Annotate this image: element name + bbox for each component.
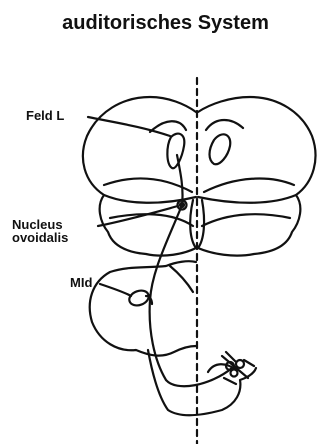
left-hemisphere-inner-curve: [104, 179, 192, 192]
right-ventricle: [206, 120, 243, 130]
midbrain-inner-fold: [170, 266, 193, 292]
right-hemisphere-inner-curve: [204, 179, 294, 192]
label-mld: MId: [70, 276, 92, 289]
right-feld-region: [210, 134, 231, 164]
auditory-pathway: [150, 155, 232, 386]
right-diencephalon-outline: [198, 195, 300, 256]
mld-leader: [100, 284, 131, 296]
right-diencephalon-inner: [202, 214, 290, 226]
mld-nucleus: [127, 288, 151, 308]
feld-l-region: [167, 134, 184, 169]
left-ventricle: [150, 121, 186, 132]
cochlear-nucleus-c: [231, 370, 238, 377]
cochlear-nucleus-b: [236, 360, 244, 368]
label-feld-l: Feld L: [26, 109, 64, 122]
label-nucleus-line2: ovoidalis: [12, 231, 68, 244]
